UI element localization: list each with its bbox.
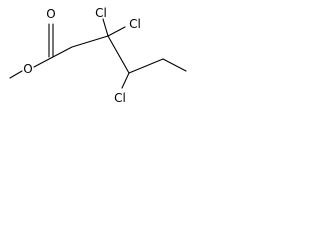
ester-oxygen-label: O xyxy=(23,62,32,76)
carbonyl-oxygen-label: O xyxy=(46,7,55,21)
bond-ch2-ccl2 xyxy=(71,35,109,48)
chlorine-c-label: Cl xyxy=(114,91,126,105)
chlorine-b-label: Cl xyxy=(129,17,141,31)
structural-formula: O O Cl Cl Cl xyxy=(9,6,187,105)
chlorine-a-label: Cl xyxy=(95,6,107,20)
bond-methyl-oxygen xyxy=(9,70,23,79)
bond-c5-c6 xyxy=(162,58,187,72)
bond-carbonyl-ch2 xyxy=(50,46,73,59)
bond-c3-c4 xyxy=(107,35,130,74)
bond-c3-cl-left xyxy=(102,18,109,37)
bond-oxygen-carbonyl xyxy=(33,57,52,68)
bond-c4-c5 xyxy=(128,58,164,74)
bond-c3-cl-right xyxy=(107,26,126,37)
bond-c4-cl xyxy=(121,72,130,89)
